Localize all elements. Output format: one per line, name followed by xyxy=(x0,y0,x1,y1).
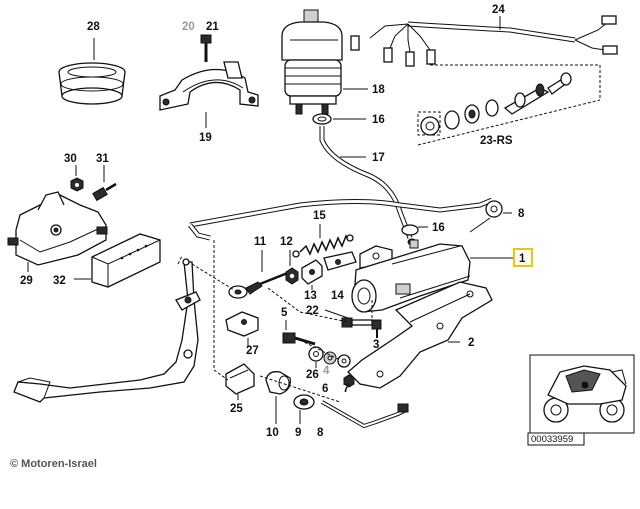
label-30[interactable]: 30 xyxy=(64,153,77,165)
label-7[interactable]: 7 xyxy=(343,383,349,395)
copyright-notice: © Motoren-Israel xyxy=(10,458,97,470)
part-16-hose-clip-upper[interactable] xyxy=(312,113,332,125)
label-22[interactable]: 22 xyxy=(306,305,319,317)
brake-line[interactable] xyxy=(188,197,503,241)
label-8-upper[interactable]: 8 xyxy=(518,208,525,220)
callout-labels: 28 20 21 24 18 16 23-RS 19 17 30 31 8 15… xyxy=(20,4,533,439)
part-1-master-cylinder[interactable] xyxy=(351,239,471,313)
part-5-bolt[interactable] xyxy=(282,332,316,346)
part-17-hose[interactable] xyxy=(319,126,413,239)
label-6[interactable]: 6 xyxy=(322,383,328,395)
label-18[interactable]: 18 xyxy=(372,84,385,96)
part-4-bushing[interactable] xyxy=(323,351,337,365)
part-18-reservoir[interactable] xyxy=(281,9,343,115)
label-20[interactable]: 20 xyxy=(182,21,195,33)
part-21-bolt[interactable] xyxy=(200,34,212,62)
part-8-rod[interactable] xyxy=(321,400,409,429)
label-2[interactable]: 2 xyxy=(468,337,474,349)
part-7-nut[interactable] xyxy=(343,374,355,388)
part-22-screw[interactable] xyxy=(341,317,373,328)
part-23-rs-repair-kit[interactable] xyxy=(417,64,601,146)
label-31[interactable]: 31 xyxy=(96,153,109,165)
label-26[interactable]: 26 xyxy=(306,369,319,381)
label-9[interactable]: 9 xyxy=(295,427,301,439)
part-25-clip[interactable] xyxy=(225,363,255,395)
part-31-screw[interactable] xyxy=(92,182,117,202)
label-27[interactable]: 27 xyxy=(246,345,259,357)
part-3-screw[interactable] xyxy=(371,319,382,338)
label-25[interactable]: 25 xyxy=(230,403,243,415)
highlight-box-1 xyxy=(513,248,533,267)
label-13[interactable]: 13 xyxy=(304,290,317,302)
label-15[interactable]: 15 xyxy=(313,210,326,222)
label-11[interactable]: 11 xyxy=(254,236,267,248)
part-19-clamp[interactable] xyxy=(159,61,259,111)
part-30-nut[interactable] xyxy=(70,177,84,192)
label-16-upper[interactable]: 16 xyxy=(372,114,385,126)
part-14-bracket[interactable] xyxy=(323,251,357,271)
label-32[interactable]: 32 xyxy=(53,275,66,287)
part-26-washer[interactable] xyxy=(308,346,324,362)
part-2-mounting-plate[interactable] xyxy=(347,281,493,389)
part-13-clevis[interactable] xyxy=(301,259,323,285)
label-12[interactable]: 12 xyxy=(280,236,293,248)
label-23-rs[interactable]: 23-RS xyxy=(480,135,513,147)
label-29[interactable]: 29 xyxy=(20,275,33,287)
part-6-washer[interactable] xyxy=(337,354,351,368)
part-32-pad[interactable] xyxy=(91,233,161,288)
part-9-bushing[interactable] xyxy=(293,394,315,410)
label-8-lower[interactable]: 8 xyxy=(317,427,324,439)
label-3[interactable]: 3 xyxy=(373,339,379,351)
label-1[interactable]: 1 xyxy=(519,253,526,265)
motorcycle-thumbnail[interactable]: 00033959 xyxy=(527,354,635,446)
label-17[interactable]: 17 xyxy=(372,152,385,164)
label-21[interactable]: 21 xyxy=(206,21,219,33)
label-4[interactable]: 4 xyxy=(323,365,330,377)
label-28[interactable]: 28 xyxy=(87,21,100,33)
label-19[interactable]: 19 xyxy=(199,132,212,144)
label-14[interactable]: 14 xyxy=(331,290,344,302)
label-24[interactable]: 24 xyxy=(492,4,505,16)
part-29-bracket[interactable] xyxy=(7,191,108,266)
part-24-wiring-harness[interactable] xyxy=(350,15,618,67)
label-10[interactable]: 10 xyxy=(266,427,279,439)
leader-22 xyxy=(324,309,349,319)
label-5[interactable]: 5 xyxy=(281,307,288,319)
part-27-clip[interactable] xyxy=(225,311,259,337)
leader-8a-2 xyxy=(469,217,491,233)
assembly-lines xyxy=(177,240,373,403)
brake-pedal-lever[interactable] xyxy=(13,258,201,403)
part-28-boot[interactable] xyxy=(58,62,126,105)
part-11-pushrod[interactable] xyxy=(228,270,291,299)
part-12-nut[interactable] xyxy=(285,267,299,285)
part-15-spring[interactable] xyxy=(292,234,354,258)
part-10-bushing[interactable] xyxy=(265,371,291,395)
thumbnail-code: 00033959 xyxy=(531,434,573,445)
label-16-lower[interactable]: 16 xyxy=(432,222,445,234)
